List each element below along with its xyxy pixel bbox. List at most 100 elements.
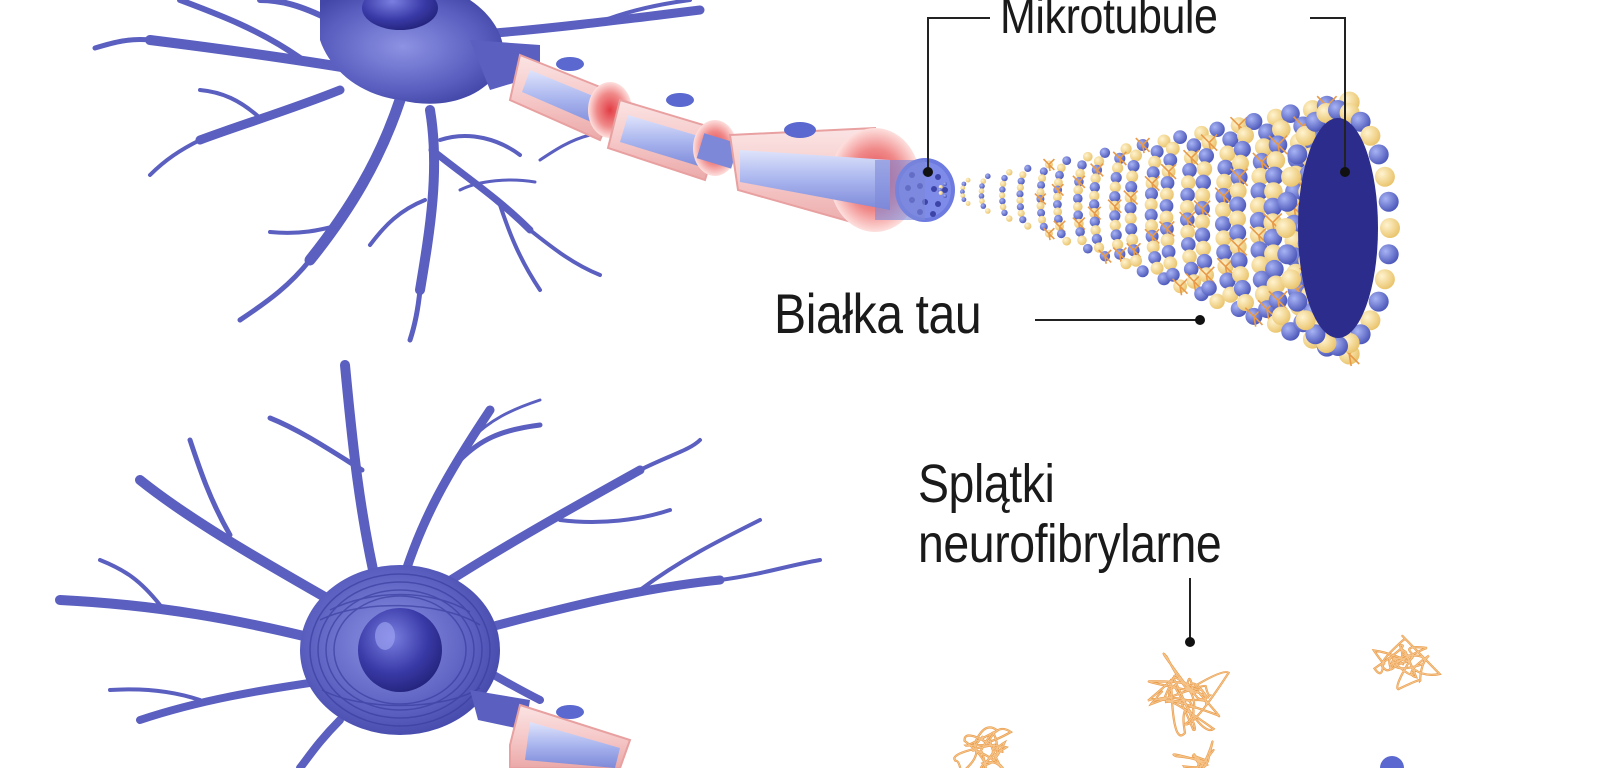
tubulin-dimer <box>1130 149 1142 162</box>
tubulin-dimer <box>978 188 985 194</box>
nucleus-bottom <box>358 608 442 692</box>
tubulin-dimer <box>1024 164 1032 172</box>
tubulin-dimer <box>1216 244 1233 261</box>
soma-bottom <box>300 565 500 735</box>
tubulin-dimer <box>1180 200 1195 215</box>
tubulin-dimer <box>1196 253 1213 270</box>
tubulin-dimer <box>1001 209 1008 216</box>
tubulin-dimer <box>1019 216 1027 224</box>
tubulin-dimer <box>1201 280 1217 296</box>
tubulin-dimer <box>1089 190 1100 202</box>
tubulin-dimer <box>1039 222 1048 231</box>
tangles-label: Splątki neurofibrylarne <box>918 454 1222 574</box>
tubulin-dimer <box>1186 138 1202 153</box>
tubulin-dimer <box>938 191 943 195</box>
tubulin-dimer <box>1130 254 1142 267</box>
tubulin-dimer <box>1305 324 1326 345</box>
tubulin-dimer <box>1090 225 1101 236</box>
tubulin-dimer <box>1062 236 1072 246</box>
tubulin-dimer <box>1146 240 1160 254</box>
tubulin-dimer <box>1110 229 1122 241</box>
tubulin-dimer <box>1075 227 1085 237</box>
tubulin-dimer <box>1251 167 1270 186</box>
tubulin-dimer <box>999 198 1006 205</box>
tubulin-dimer <box>1159 210 1174 225</box>
tubulin-dimer <box>960 193 966 199</box>
tubulin-dimer <box>1254 138 1273 157</box>
tubulin-dimer <box>1120 143 1132 155</box>
tubulin-dimer <box>1229 182 1247 200</box>
tubulin-dimer <box>943 182 947 186</box>
tubulin-dimer <box>1145 219 1158 233</box>
tubulin-dimer <box>1124 202 1137 215</box>
tubulin-dimer <box>985 173 991 179</box>
tubulin-dimer <box>1287 291 1308 312</box>
tubulin-dimer <box>1215 216 1232 233</box>
tubulin-dimer <box>1083 151 1093 162</box>
tubulin-dimer <box>1099 147 1111 158</box>
tubulin-dimer <box>1037 181 1046 190</box>
tubulin-dimer <box>1160 233 1175 248</box>
tubulin-dimer <box>1150 145 1164 159</box>
tubulin-dimer <box>1295 310 1316 331</box>
tubulin-dimer <box>1001 174 1008 182</box>
tubulin-dimer <box>1126 170 1139 183</box>
tubulin-dimer <box>999 203 1007 211</box>
tubulin-dimer <box>938 185 943 189</box>
tubulin-dimer <box>960 189 965 195</box>
microtubules-label: Mikrotubule <box>1000 0 1218 44</box>
tubulin-dimer <box>1350 111 1371 132</box>
tubulin-dimer <box>1053 207 1063 217</box>
tubulin-dimer <box>999 186 1006 193</box>
tubulin-dimer <box>1374 166 1395 187</box>
tubulin-dimer <box>1368 144 1389 165</box>
tubulin-dimer <box>1233 140 1251 158</box>
tubulin-dimer <box>1016 184 1024 192</box>
tubulin-dimer <box>1165 141 1180 156</box>
tubulin-dimer <box>1163 256 1178 271</box>
tubulin-dimer <box>1209 121 1225 137</box>
tangles-label-line2: neurofibrylarne <box>918 514 1222 574</box>
tangle-cluster <box>1147 653 1230 736</box>
tubulin-dimer <box>1073 210 1083 220</box>
tubulin-dimer <box>960 185 966 191</box>
tubulin-dimer <box>1157 134 1171 148</box>
tubulin-dimer <box>1091 233 1103 245</box>
tubulin-dimer <box>1237 294 1254 311</box>
tubulin-dimer <box>1163 153 1178 168</box>
tubulin-dimer <box>961 181 967 187</box>
tubulin-dimer <box>1112 239 1124 251</box>
tubulin-dimer <box>1083 243 1093 254</box>
tubulin-dimer <box>1093 156 1105 167</box>
tubulin-dimer <box>1145 187 1158 201</box>
tubulin-dimer <box>1109 191 1121 203</box>
tubulin-dimer <box>1276 218 1296 238</box>
tubulin-dimer <box>1287 144 1308 165</box>
tubulin-dimer <box>1181 175 1196 190</box>
tubulin-dimer <box>1144 198 1158 212</box>
tubulin-dimer <box>1266 275 1286 295</box>
tubulin-dimer <box>1127 160 1140 172</box>
tubulin-dimer <box>1230 252 1248 270</box>
tubulin-dimer <box>1073 202 1083 212</box>
tubulin-dimer <box>1378 244 1399 265</box>
tubulin-dimer <box>1272 120 1291 139</box>
tubulin-dimer <box>1217 159 1234 176</box>
tubulin-dimer <box>1249 197 1268 215</box>
tubulin-dimer <box>1148 251 1162 265</box>
tubulin-dimer <box>1249 211 1268 230</box>
tubulin-dimer <box>1039 167 1048 176</box>
tubulin-dimer <box>980 203 987 209</box>
tubulin-dimer <box>1380 218 1400 238</box>
tubulin-dimer <box>1037 208 1046 217</box>
tubulin-dimer <box>1182 249 1197 265</box>
tubulin-dimer <box>1136 265 1149 278</box>
tubulin-dimer <box>1019 171 1027 179</box>
tubulin-dimer <box>1077 235 1087 246</box>
tubulin-dimer <box>961 197 967 203</box>
tangle-cluster <box>1173 741 1214 768</box>
tubulin-dimer <box>1229 210 1246 228</box>
tubulin-dimer <box>980 178 987 184</box>
